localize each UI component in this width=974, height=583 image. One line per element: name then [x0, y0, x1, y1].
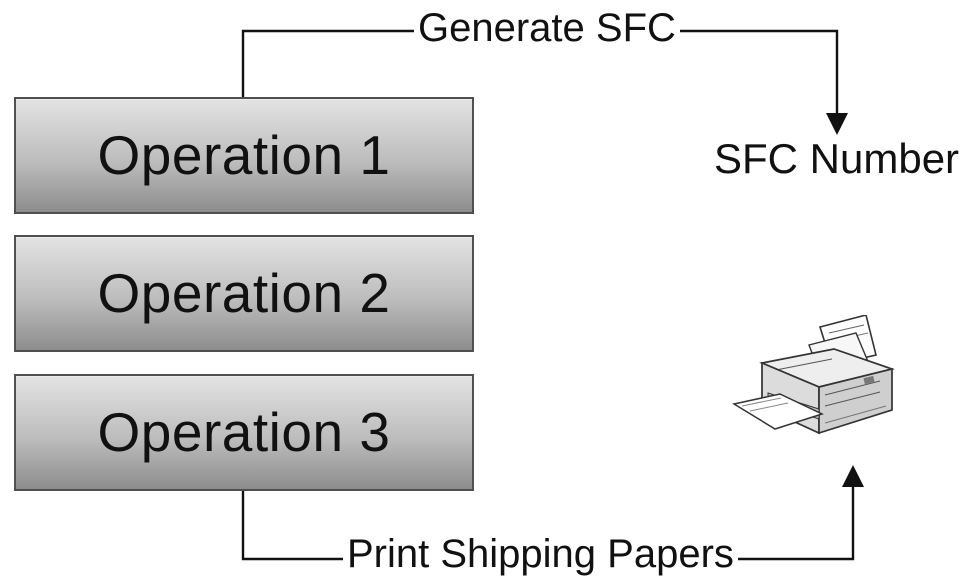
- operation-1-box: Operation 1: [14, 97, 474, 214]
- operation-2-label: Operation 2: [97, 262, 391, 324]
- printer-icon: [732, 315, 896, 435]
- operation-3-label: Operation 3: [97, 401, 391, 463]
- print-shipping-papers-label: Print Shipping Papers: [343, 534, 738, 574]
- print-shipping-arrowhead: [842, 465, 864, 487]
- operation-1-label: Operation 1: [97, 124, 391, 186]
- operation-3-box: Operation 3: [14, 374, 474, 491]
- generate-sfc-label: Generate SFC: [414, 8, 680, 48]
- generate-sfc-arrowhead: [826, 113, 848, 135]
- operation-2-box: Operation 2: [14, 235, 474, 352]
- sfc-number-label: SFC Number: [714, 135, 960, 182]
